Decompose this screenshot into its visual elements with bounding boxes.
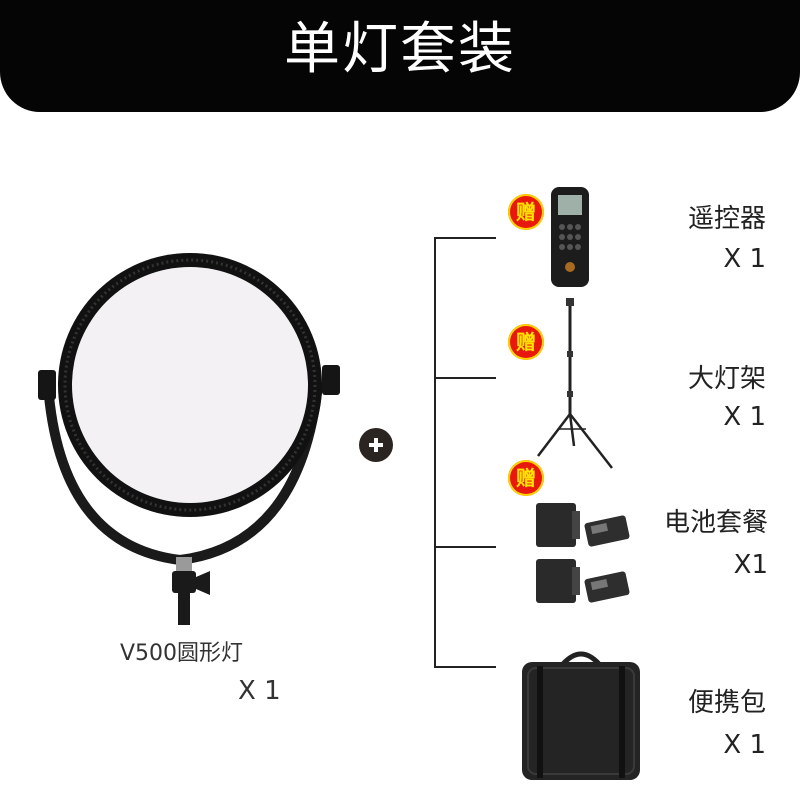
bracket-branch bbox=[434, 666, 496, 668]
accessory-qty-remote: X 1 bbox=[723, 244, 766, 274]
carry-bag-image bbox=[522, 651, 640, 780]
round-led-lamp-image bbox=[38, 253, 340, 625]
accessory-name-stand: 大灯架 bbox=[687, 364, 766, 394]
gift-badge: 赠 bbox=[508, 194, 544, 230]
battery-kit-image bbox=[536, 503, 630, 603]
bracket-branch bbox=[434, 546, 496, 548]
bracket-branch bbox=[434, 237, 496, 239]
accessory-name-bag: 便携包 bbox=[687, 688, 766, 718]
plus-icon bbox=[359, 428, 393, 462]
accessory-qty-bag: X 1 bbox=[723, 730, 766, 760]
title-banner: 单灯套装 bbox=[0, 0, 800, 112]
bracket-line bbox=[434, 237, 436, 667]
main-item-name: V500圆形灯 bbox=[120, 641, 244, 666]
accessory-qty-stand: X 1 bbox=[723, 402, 766, 432]
accessory-name-battery: 电池套餐 bbox=[663, 508, 768, 538]
remote-control-image bbox=[551, 187, 589, 287]
light-stand-image bbox=[537, 298, 613, 469]
page-title: 单灯套装 bbox=[284, 17, 516, 82]
accessory-qty-battery: X1 bbox=[733, 550, 768, 580]
gift-badge: 赠 bbox=[508, 460, 544, 496]
main-item-quantity: X 1 bbox=[238, 676, 281, 706]
gift-badge: 赠 bbox=[508, 324, 544, 360]
accessory-name-remote: 遥控器 bbox=[687, 204, 766, 234]
bracket-branch bbox=[434, 377, 496, 379]
